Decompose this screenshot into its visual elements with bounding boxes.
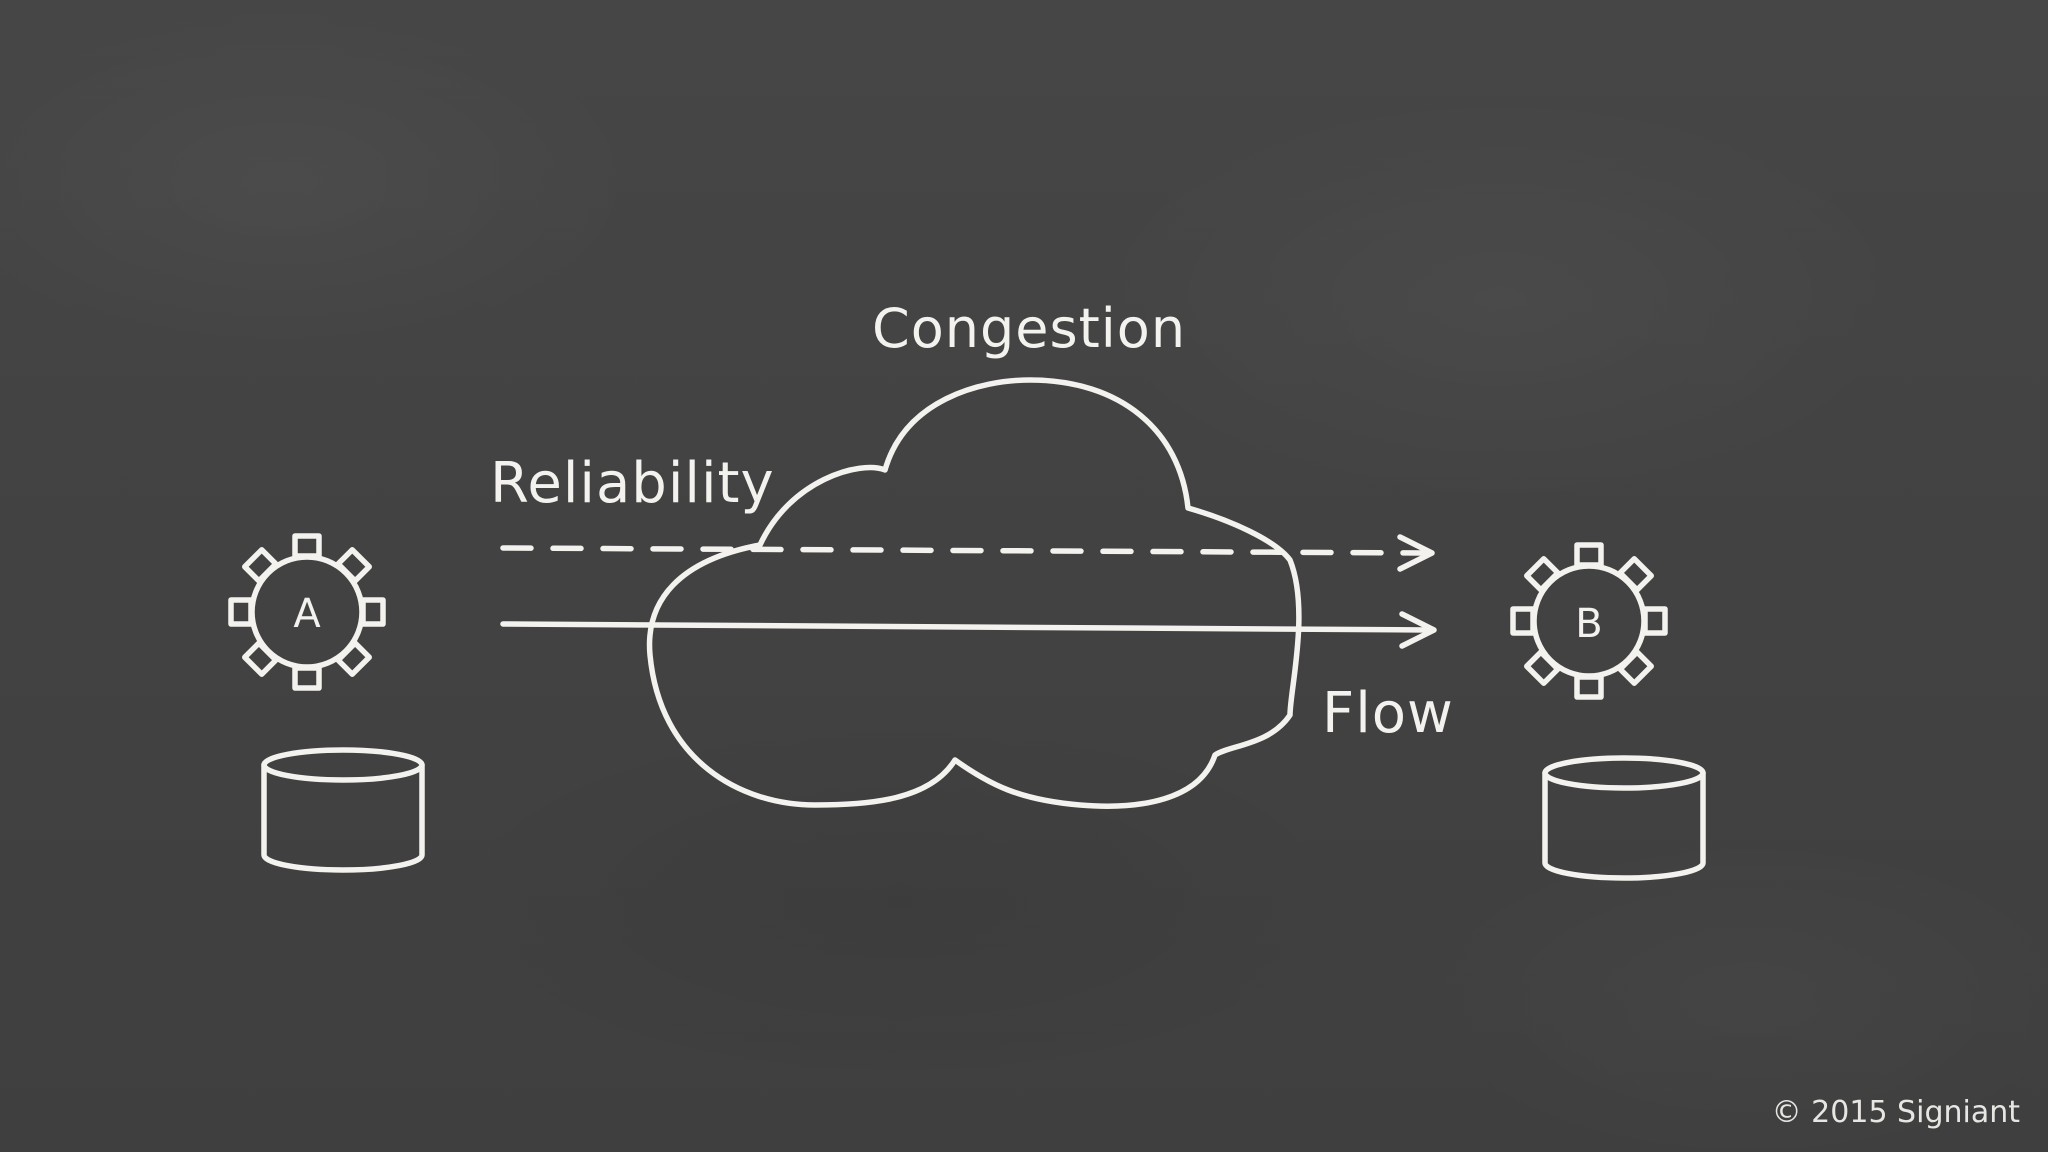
database-icon bbox=[261, 747, 425, 873]
copyright-notice: © 2015 Signiant bbox=[1771, 1095, 2020, 1130]
database-icon bbox=[1542, 755, 1706, 881]
node-a-label: A bbox=[293, 591, 321, 637]
node-b-label: B bbox=[1575, 601, 1603, 647]
arrow-right-icon bbox=[1399, 611, 1437, 649]
flow-label: Flow bbox=[1322, 681, 1454, 746]
gear-icon bbox=[228, 533, 386, 691]
reliability-label: Reliability bbox=[490, 451, 775, 516]
congestion-label: Congestion bbox=[872, 297, 1187, 360]
dashed-connection bbox=[500, 545, 1428, 556]
cloud-icon bbox=[646, 377, 1302, 809]
gear-icon bbox=[1510, 542, 1668, 700]
solid-connection bbox=[500, 621, 1431, 633]
arrow-right-icon bbox=[1397, 534, 1435, 572]
